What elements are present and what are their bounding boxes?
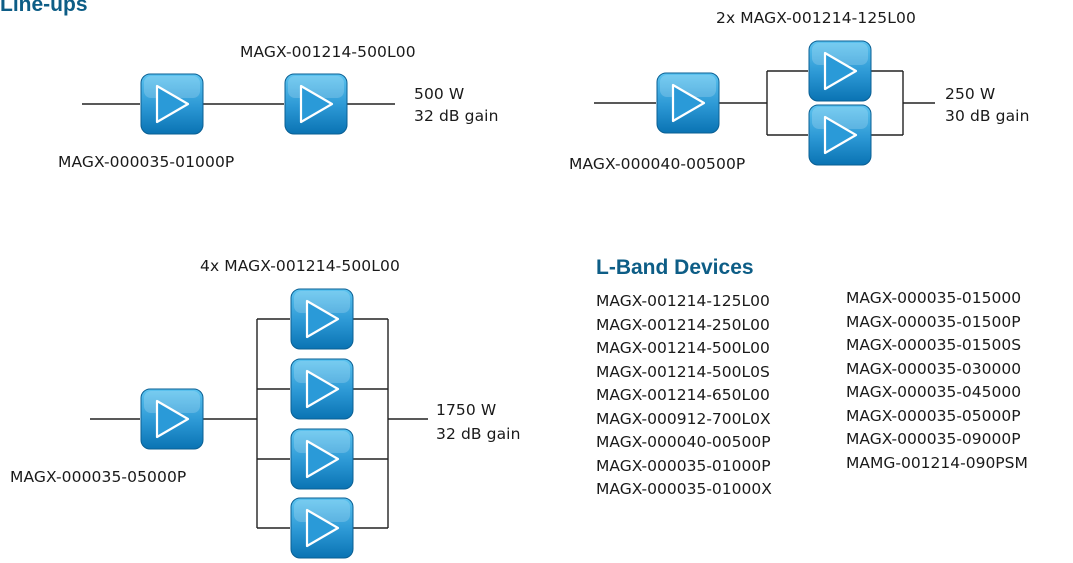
section-title: Line-ups [0, 0, 88, 16]
lineup2-output-gain: 30 dB gain [945, 107, 1030, 125]
device-part-number: MAGX-000035-015000 [846, 289, 1022, 307]
device-part-number: MAGX-001214-650L00 [596, 386, 770, 404]
lineup2-stage2-label: 2x MAGX-001214-125L00 [716, 9, 916, 27]
lineup3-output-gain: 32 dB gain [436, 425, 521, 443]
device-part-number: MAGX-000035-01000X [596, 480, 772, 498]
lineup1-output-power: 500 W [414, 85, 465, 103]
device-part-number: MAGX-000040-00500P [596, 433, 771, 451]
device-part-number: MAGX-000035-01500P [846, 312, 1021, 331]
lineup1-driver-label: MAGX-000035-01000P [58, 153, 235, 171]
amplifier-icon [284, 73, 348, 135]
device-part-number: MAGX-000035-01500S [846, 336, 1022, 354]
amplifier-icon [656, 72, 720, 134]
lineup2-output-power: 250 W [945, 85, 996, 103]
device-part-number: MAGX-001214-125L00 [596, 292, 770, 310]
device-part-number: MAMG-001214-090PSM [846, 453, 1028, 472]
device-part-number: MAGX-000035-045000 [846, 383, 1022, 401]
device-part-number: MAGX-001214-500L0S [596, 362, 770, 381]
device-part-number: MAGX-000035-01000P [596, 456, 771, 475]
lineup2-driver-label: MAGX-000040-00500P [569, 155, 746, 173]
amplifier-icon [290, 428, 354, 490]
lband-title: L-Band Devices [596, 256, 754, 279]
amplifier-icon [140, 73, 204, 135]
amplifier-icon [290, 358, 354, 420]
device-part-number: MAGX-000035-05000P [846, 406, 1021, 425]
lineup1-stage2-label: MAGX-001214-500L00 [240, 43, 416, 61]
device-part-number: MAGX-001214-250L00 [596, 315, 770, 334]
lineup1-output-gain: 32 dB gain [414, 107, 499, 125]
device-part-number: MAGX-001214-500L00 [596, 339, 770, 357]
device-part-number: MAGX-000912-700L0X [596, 409, 771, 428]
lineup3-stage2-label: 4x MAGX-001214-500L00 [200, 257, 400, 275]
amplifier-icon [140, 388, 204, 450]
device-part-number: MAGX-000035-030000 [846, 359, 1022, 378]
amplifier-icon [808, 104, 872, 166]
lineup3-output-power: 1750 W [436, 401, 497, 419]
amplifier-icon [290, 288, 354, 350]
amplifier-icon [808, 40, 872, 102]
device-part-number: MAGX-000035-09000P [846, 430, 1021, 448]
amplifier-icon [290, 497, 354, 559]
lineup3-driver-label: MAGX-000035-05000P [10, 468, 187, 486]
